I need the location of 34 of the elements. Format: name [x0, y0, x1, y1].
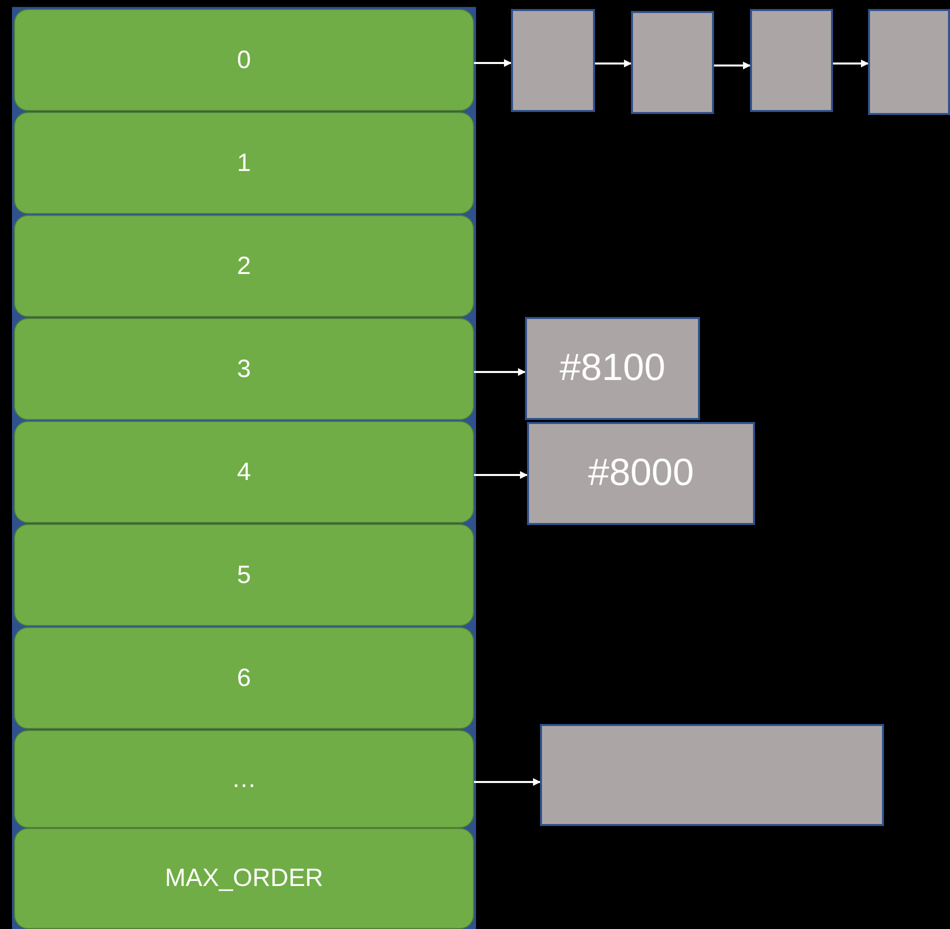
order-slot: [14, 524, 474, 626]
order-label: 5: [237, 560, 251, 590]
order-slot: [14, 627, 474, 729]
memory-block: [511, 9, 595, 112]
order-label: 1: [237, 148, 251, 178]
order-label: 3: [237, 354, 251, 384]
memory-block: [750, 9, 833, 112]
address-label: #8100: [560, 347, 666, 390]
memory-block: [540, 724, 884, 826]
order-label: 6: [237, 664, 251, 692]
arrow: [474, 471, 528, 479]
memory-block: [631, 11, 714, 114]
order-slot: [14, 828, 474, 929]
order-slot: [14, 9, 474, 111]
order-slot: [14, 112, 474, 214]
order-slot: [14, 215, 474, 317]
order-label: …: [232, 764, 256, 794]
order-label: 0: [237, 46, 251, 74]
order-slot: [14, 421, 474, 523]
arrow: [474, 368, 526, 376]
order-label: 2: [237, 252, 251, 280]
arrow: [714, 62, 751, 70]
memory-block: [868, 9, 950, 115]
memory-block: [527, 422, 755, 525]
arrow: [474, 59, 512, 67]
address-label: #8000: [588, 452, 694, 495]
memory-block: [525, 317, 700, 420]
arrow: [595, 60, 632, 68]
arrow: [474, 778, 541, 786]
order-slot: [14, 318, 474, 420]
order-slot: [14, 730, 474, 828]
arrow: [833, 60, 869, 68]
order-label: MAX_ORDER: [164, 864, 324, 893]
order-label: 4: [237, 458, 251, 486]
